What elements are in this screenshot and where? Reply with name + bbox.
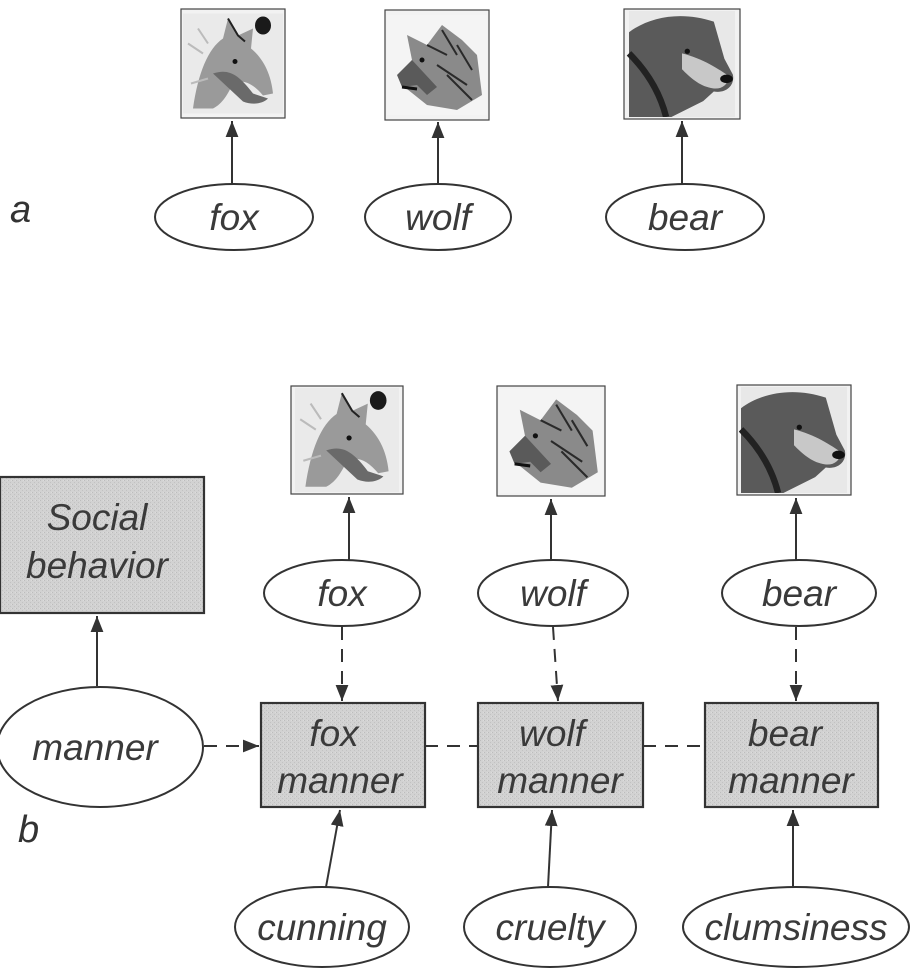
svg-text:Social: Social xyxy=(47,497,150,538)
wolf-node-a: wolf xyxy=(364,183,512,251)
cruelty-node: cruelty xyxy=(463,886,637,968)
svg-text:wolf: wolf xyxy=(405,197,475,238)
svg-text:behavior: behavior xyxy=(26,545,170,586)
panel-a: a fox wolf bear xyxy=(10,8,765,251)
fox-image-b xyxy=(290,385,404,495)
social-behavior-box: Social behavior xyxy=(0,475,206,615)
bear-node-a: bear xyxy=(605,183,765,251)
svg-text:clumsiness: clumsiness xyxy=(705,907,888,948)
cunning-to-foxmanner-arrow xyxy=(325,809,344,888)
wolf-manner-box: wolf manner xyxy=(476,701,645,809)
svg-text:bear: bear xyxy=(648,197,724,238)
cruelty-to-wolfmanner-arrow xyxy=(544,809,558,888)
bear-image-b xyxy=(736,384,852,496)
svg-text:bear: bear xyxy=(762,573,838,614)
panel-a-label: a xyxy=(10,189,31,231)
svg-text:manner: manner xyxy=(497,760,624,801)
panel-b: b Social behavior fox xyxy=(0,384,910,968)
wolf-to-wolfmanner-arrow xyxy=(550,626,564,702)
wolf-image-a xyxy=(384,9,490,121)
cunning-node: cunning xyxy=(234,886,410,968)
manner-node: manner xyxy=(0,686,204,808)
svg-text:wolf: wolf xyxy=(520,573,590,614)
svg-text:bear: bear xyxy=(748,713,824,754)
bear-manner-box: bear manner xyxy=(703,701,880,809)
svg-text:fox: fox xyxy=(317,573,368,614)
fox-manner-box: fox manner xyxy=(259,701,427,809)
fox-node-b: fox xyxy=(263,559,421,627)
wolf-image-b xyxy=(496,385,606,497)
svg-text:manner: manner xyxy=(277,760,404,801)
bear-image-a xyxy=(623,8,741,120)
fox-image-a xyxy=(180,8,286,119)
wolf-node-b: wolf xyxy=(477,559,629,627)
svg-text:fox: fox xyxy=(309,713,360,754)
svg-text:wolf: wolf xyxy=(519,713,589,754)
bear-node-b: bear xyxy=(721,559,877,627)
svg-text:cunning: cunning xyxy=(257,907,387,948)
svg-text:cruelty: cruelty xyxy=(496,907,607,948)
svg-text:fox: fox xyxy=(209,197,260,238)
fox-node-a: fox xyxy=(154,183,314,251)
svg-text:manner: manner xyxy=(32,727,159,768)
panel-b-label: b xyxy=(18,809,39,851)
clumsiness-node: clumsiness xyxy=(682,886,910,968)
svg-text:manner: manner xyxy=(728,760,855,801)
